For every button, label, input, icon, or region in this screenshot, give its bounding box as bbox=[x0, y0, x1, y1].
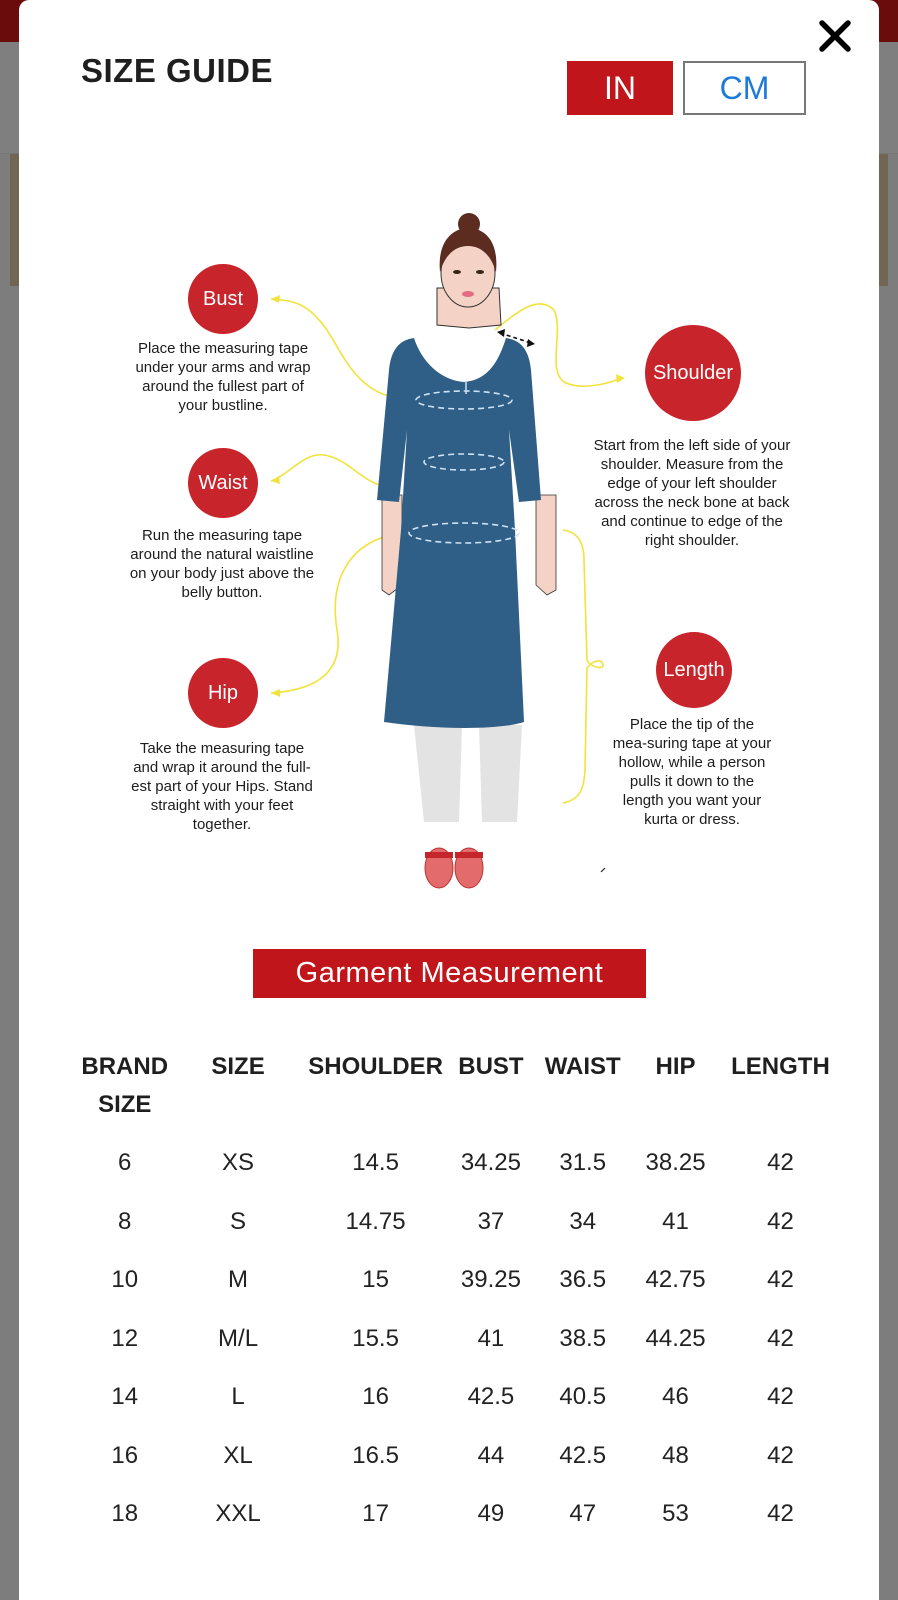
cell-size: M/L bbox=[218, 1324, 259, 1352]
cell-length: 42 bbox=[767, 1383, 794, 1411]
cell-waist: 34 bbox=[569, 1207, 597, 1235]
cell-length: 42 bbox=[767, 1500, 794, 1528]
cell-shoulder: 15 bbox=[362, 1266, 389, 1294]
hip-label: Hip bbox=[207, 681, 238, 704]
cell-size: M bbox=[228, 1266, 249, 1294]
cell-shoulder: 15.5 bbox=[352, 1324, 399, 1352]
cell-size: XXL bbox=[215, 1500, 261, 1528]
unit-cm-button[interactable]: CM bbox=[683, 61, 806, 115]
cell-waist: 47 bbox=[569, 1500, 597, 1528]
close-icon bbox=[819, 20, 851, 52]
cell-brand-size: 12 bbox=[111, 1324, 139, 1352]
table-row: 18 XXL 17 49 47 53 42 bbox=[79, 1485, 839, 1544]
table-row: 6 XS 14.5 34.25 31.5 38.25 42 bbox=[79, 1134, 839, 1193]
cell-hip: 42.75 bbox=[645, 1266, 706, 1294]
cell-shoulder: 16.5 bbox=[352, 1441, 399, 1469]
cell-shoulder: 16 bbox=[362, 1383, 389, 1411]
cell-size: XS bbox=[222, 1149, 255, 1177]
table-row: 16 XL 16.5 44 42.5 48 42 bbox=[79, 1427, 839, 1486]
header-shoulder: SHOULDER bbox=[308, 1053, 443, 1080]
cell-length: 42 bbox=[767, 1266, 794, 1294]
waist-label: Waist bbox=[198, 471, 248, 494]
cell-length: 42 bbox=[767, 1324, 794, 1352]
header-bust: BUST bbox=[458, 1053, 524, 1080]
close-button[interactable] bbox=[817, 18, 853, 54]
bust-badge: Bust bbox=[188, 264, 258, 334]
cell-length: 42 bbox=[767, 1441, 794, 1469]
cell-bust: 39.25 bbox=[460, 1266, 521, 1294]
figure-and-connectors bbox=[270, 213, 625, 889]
cell-hip: 48 bbox=[662, 1441, 689, 1469]
cell-bust: 44 bbox=[477, 1441, 505, 1469]
table-row: 10 M 15 39.25 36.5 42.75 42 bbox=[79, 1251, 839, 1310]
header-length: LENGTH bbox=[731, 1053, 830, 1080]
waist-badge: Waist bbox=[188, 448, 258, 518]
cell-brand-size: 18 bbox=[111, 1500, 139, 1528]
bust-label: Bust bbox=[202, 287, 244, 310]
cell-length: 42 bbox=[767, 1149, 794, 1177]
cell-waist: 38.5 bbox=[559, 1324, 607, 1352]
waist-description: Run the measuring tape around the natura… bbox=[129, 527, 315, 601]
header-waist: WAIST bbox=[544, 1053, 621, 1080]
table-row: 14 L 16 42.5 40.5 46 42 bbox=[79, 1368, 839, 1427]
cell-shoulder: 17 bbox=[362, 1500, 389, 1528]
table-row: 12 M/L 15.5 41 38.5 44.25 42 bbox=[79, 1310, 839, 1369]
shoulder-description: Start from the left side of your shoulde… bbox=[593, 437, 791, 549]
garment-measurement-banner: Garment Measurement bbox=[253, 949, 646, 998]
size-chart-table: BRAND SIZE SIZE SHOULDER BUST WAIST HIP … bbox=[79, 1048, 839, 1544]
cell-waist: 42.5 bbox=[559, 1441, 607, 1469]
modal-title: SIZE GUIDE bbox=[81, 52, 274, 89]
shoulder-label: Shoulder bbox=[652, 361, 734, 384]
header-brand-size: BRAND SIZE bbox=[81, 1053, 169, 1118]
cell-length: 42 bbox=[767, 1207, 794, 1235]
header-hip: HIP bbox=[655, 1053, 696, 1080]
cell-bust: 41 bbox=[477, 1324, 505, 1352]
measurement-illustration: Bust Place the measuring tape under your… bbox=[19, 200, 879, 920]
cell-brand-size: 14 bbox=[111, 1383, 139, 1411]
cell-hip: 53 bbox=[662, 1500, 689, 1528]
cell-hip: 44.25 bbox=[645, 1324, 706, 1352]
cell-bust: 49 bbox=[477, 1500, 505, 1528]
table-header-row: BRAND SIZE SIZE SHOULDER BUST WAIST HIP … bbox=[79, 1048, 839, 1134]
cell-size: XL bbox=[223, 1441, 253, 1469]
cell-shoulder: 14.5 bbox=[352, 1149, 399, 1177]
hip-description: Take the measuring tape and wrap it arou… bbox=[131, 740, 313, 833]
table-row: 8 S 14.75 37 34 41 42 bbox=[79, 1193, 839, 1252]
unit-toggle: IN CM bbox=[567, 61, 806, 115]
cell-brand-size: 10 bbox=[111, 1266, 139, 1294]
length-label: Length bbox=[663, 658, 725, 681]
shoulder-badge: Shoulder bbox=[645, 325, 741, 421]
model-figure bbox=[377, 213, 557, 889]
length-description: Place the tip of the mea-suring tape at … bbox=[612, 716, 772, 828]
cell-brand-size: 6 bbox=[118, 1149, 132, 1177]
hip-badge: Hip bbox=[188, 658, 258, 728]
length-badge: Length bbox=[656, 632, 732, 708]
cell-brand-size: 16 bbox=[111, 1441, 139, 1469]
cell-waist: 36.5 bbox=[559, 1266, 607, 1294]
unit-in-button[interactable]: IN bbox=[567, 61, 673, 115]
cell-size: L bbox=[231, 1383, 245, 1411]
cell-hip: 38.25 bbox=[645, 1149, 706, 1177]
cell-brand-size: 8 bbox=[118, 1207, 132, 1235]
cell-bust: 42.5 bbox=[467, 1383, 515, 1411]
cell-size: S bbox=[230, 1207, 247, 1235]
cell-hip: 41 bbox=[662, 1207, 689, 1235]
cell-waist: 31.5 bbox=[559, 1149, 607, 1177]
header-size: SIZE bbox=[211, 1053, 265, 1080]
cell-shoulder: 14.75 bbox=[345, 1207, 406, 1235]
size-guide-modal: SIZE GUIDE IN CM bbox=[19, 0, 879, 1600]
cell-hip: 46 bbox=[662, 1383, 689, 1411]
cell-bust: 37 bbox=[477, 1207, 505, 1235]
bust-description: Place the measuring tape under your arms… bbox=[135, 340, 311, 414]
cell-waist: 40.5 bbox=[559, 1383, 607, 1411]
cell-bust: 34.25 bbox=[460, 1149, 521, 1177]
